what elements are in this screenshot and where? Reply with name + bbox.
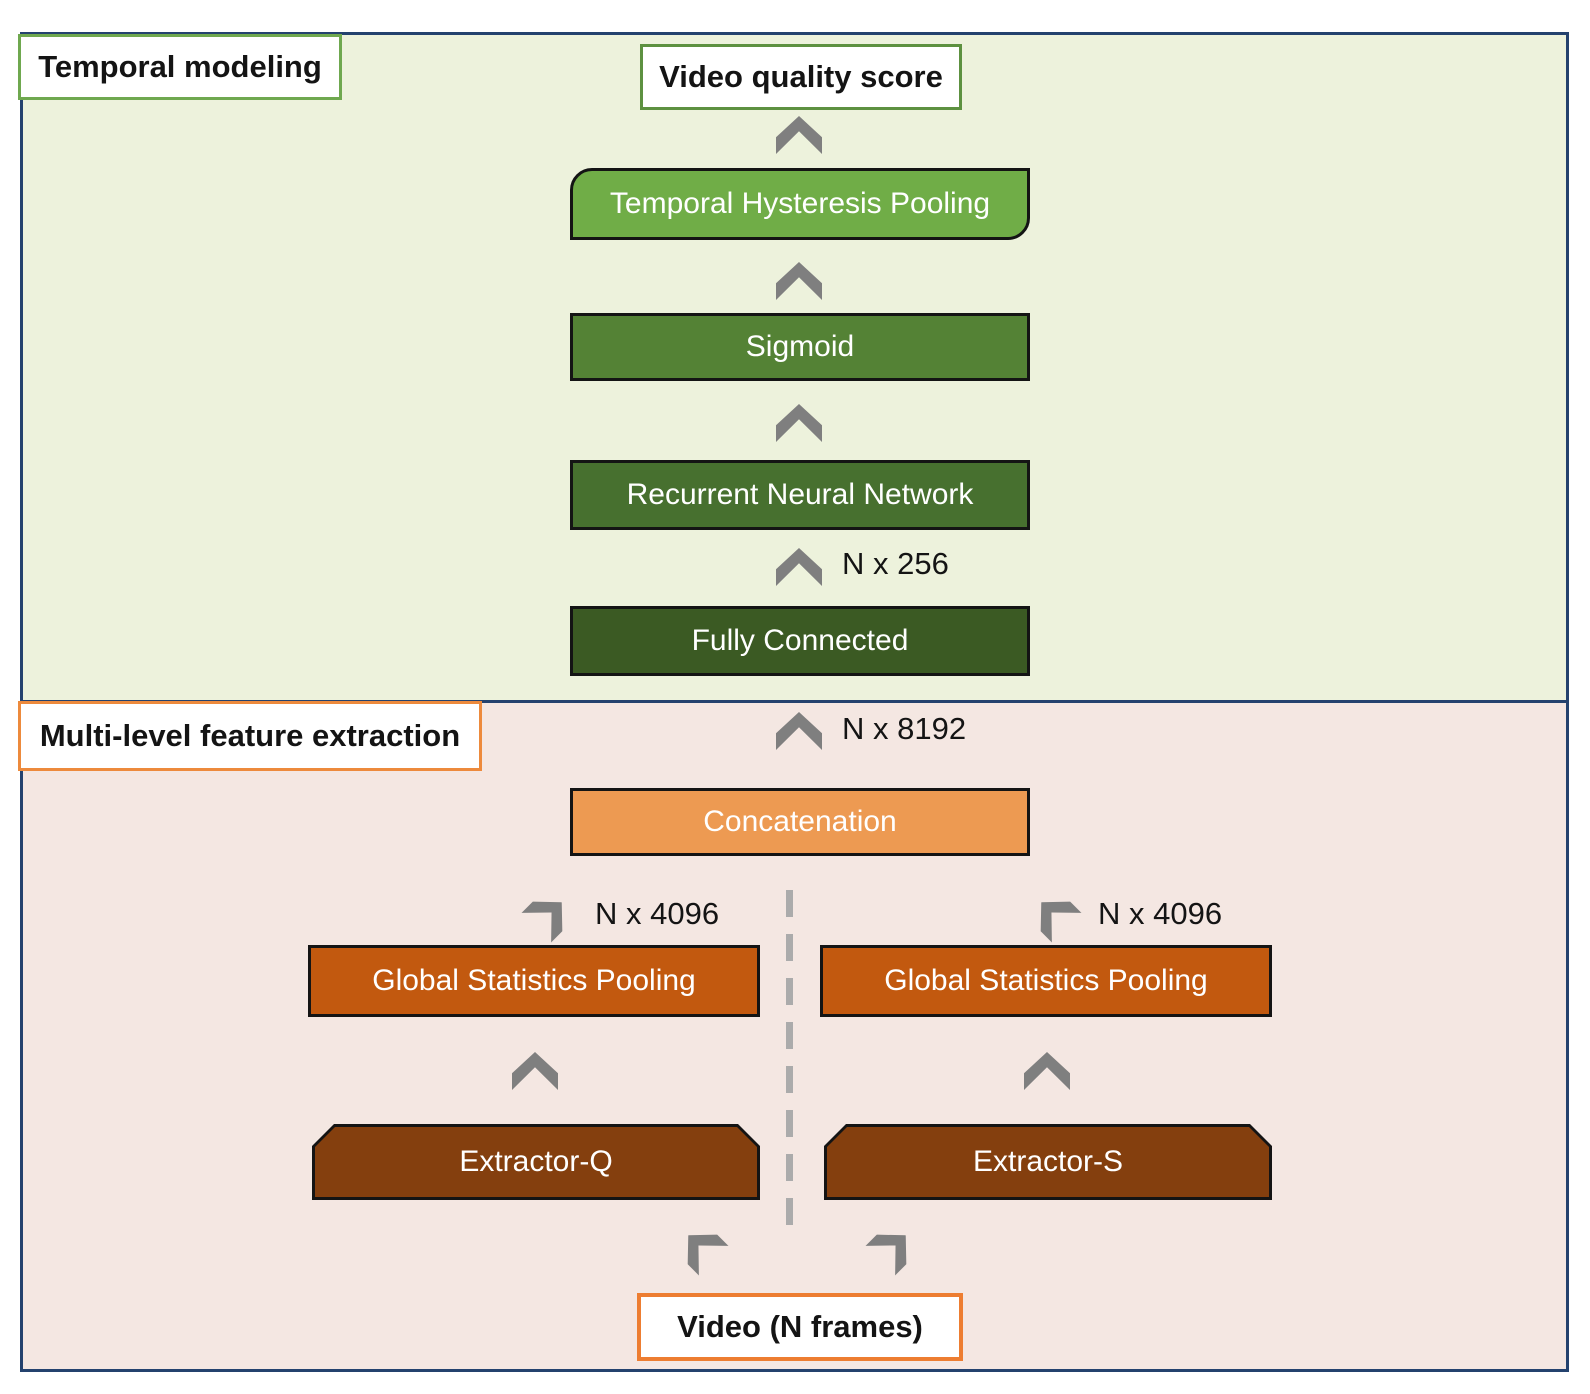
fc-output-dim-label: N x 256 [842, 546, 949, 581]
sigmoid-text: Sigmoid [745, 330, 855, 363]
video-input-box: Video (N frames) [637, 1293, 963, 1361]
extractor-q-text: Extractor-Q [459, 1145, 613, 1178]
extractor-s-text: Extractor-S [972, 1145, 1124, 1178]
fully-connected-text: Fully Connected [691, 624, 909, 657]
global-statistics-pooling-left-text: Global Statistics Pooling [372, 964, 696, 997]
extractor-q-box: Extractor-Q [312, 1124, 760, 1200]
temporal-hysteresis-pooling-box: Temporal Hysteresis Pooling [570, 168, 1030, 240]
multilevel-label-text: Multi-level feature extraction [39, 718, 461, 753]
diagram-frame [20, 32, 1569, 1372]
video-quality-score-text: Video quality score [659, 59, 943, 94]
gsp-left-output-dim-label: N x 4096 [595, 896, 720, 931]
concatenation-text: Concatenation [703, 805, 897, 838]
video-quality-score-box: Video quality score [640, 44, 962, 110]
concatenation-box: Concatenation [570, 788, 1030, 856]
extractor-s-box: Extractor-S [824, 1124, 1272, 1200]
recurrent-neural-network-text: Recurrent Neural Network [626, 478, 974, 511]
multilevel-feature-extraction-label: Multi-level feature extraction [18, 701, 482, 771]
gsp-right-output-dim-label: N x 4096 [1098, 896, 1223, 931]
global-statistics-pooling-right-box: Global Statistics Pooling [820, 945, 1272, 1017]
fully-connected-box: Fully Connected [570, 606, 1030, 676]
dashed-branch-divider [786, 890, 793, 1232]
global-statistics-pooling-left-box: Global Statistics Pooling [308, 945, 760, 1017]
temporal-modeling-label: Temporal modeling [18, 34, 342, 100]
global-statistics-pooling-right-text: Global Statistics Pooling [884, 964, 1208, 997]
concat-output-dim-label: N x 8192 [842, 711, 967, 746]
sigmoid-box: Sigmoid [570, 313, 1030, 381]
temporal-hysteresis-pooling-text: Temporal Hysteresis Pooling [609, 187, 991, 220]
temporal-modeling-label-text: Temporal modeling [38, 49, 322, 84]
video-input-text: Video (N frames) [677, 1309, 923, 1344]
recurrent-neural-network-box: Recurrent Neural Network [570, 460, 1030, 530]
